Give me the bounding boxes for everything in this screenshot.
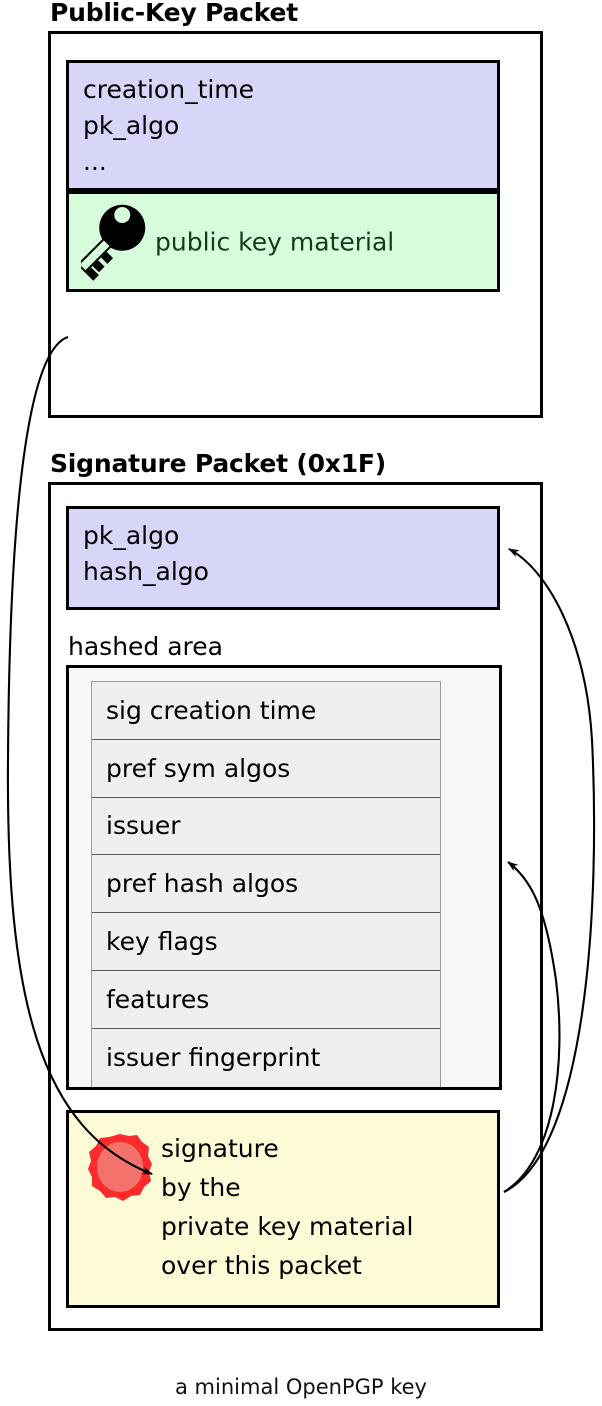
hashed-subpacket-item[interactable]: key flags bbox=[92, 913, 440, 971]
hashed-subpacket-item[interactable]: pref hash algos bbox=[92, 855, 440, 914]
public-key-fields-text: creation_time pk_algo ... bbox=[83, 75, 255, 176]
hashed-subpacket-list: sig creation time pref sym algos issuer … bbox=[91, 681, 441, 1087]
public-key-fields-box: creation_time pk_algo ... bbox=[66, 60, 500, 191]
hashed-subpacket-item[interactable]: pref sym algos bbox=[92, 739, 440, 798]
hashed-subpacket-item[interactable]: issuer bbox=[92, 797, 440, 856]
signature-packet-title: Signature Packet (0x1F) bbox=[50, 449, 387, 478]
signature-value-text: signature by the private key material ov… bbox=[161, 1134, 414, 1280]
wax-seal-icon bbox=[83, 1131, 157, 1213]
signature-value-box: signature by the private key material ov… bbox=[66, 1110, 500, 1308]
diagram-caption: a minimal OpenPGP key bbox=[175, 1375, 427, 1399]
public-key-packet-title: Public-Key Packet bbox=[50, 0, 299, 27]
public-key-material-box: public key material bbox=[66, 191, 500, 292]
hashed-area-label: hashed area bbox=[68, 632, 223, 661]
signature-fields-text: pk_algo hash_algo bbox=[83, 521, 209, 586]
key-icon bbox=[76, 202, 155, 288]
signature-fields-box: pk_algo hash_algo bbox=[66, 506, 500, 610]
public-key-material-label: public key material bbox=[155, 227, 395, 256]
hashed-subpacket-item[interactable]: features bbox=[92, 970, 440, 1029]
hashed-subpacket-item[interactable]: issuer fingerprint bbox=[92, 1028, 440, 1087]
hashed-subpacket-item[interactable]: sig creation time bbox=[92, 682, 440, 740]
hashed-area-box: sig creation time pref sym algos issuer … bbox=[66, 665, 502, 1090]
